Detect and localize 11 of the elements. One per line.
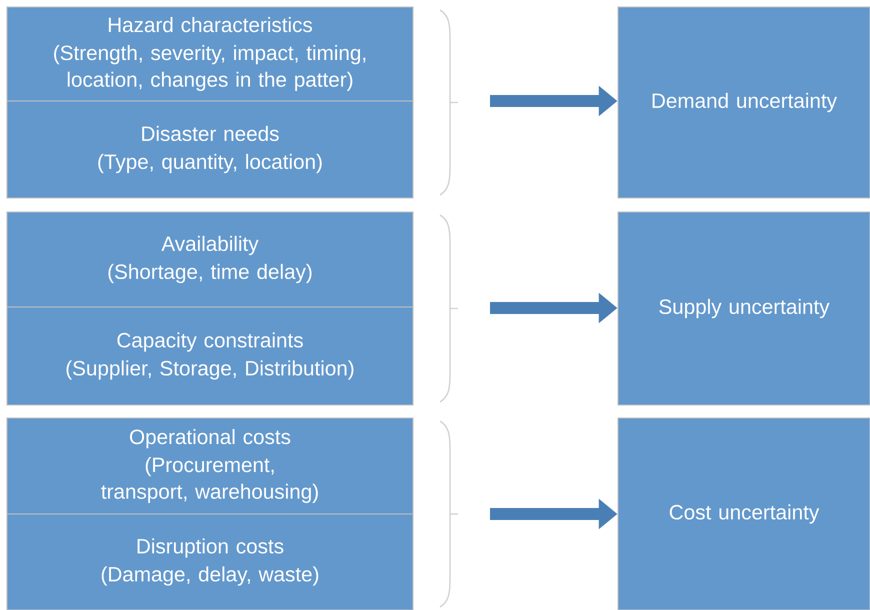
node-label: (Damage, delay, waste) bbox=[102, 566, 318, 586]
outcome-box: Demand uncertainty bbox=[617, 6, 870, 199]
process-box: Disruption costs (Damage, delay, waste) bbox=[6, 513, 414, 610]
process-box: Operational costs (Procurement, transport, warehousing) bbox=[6, 417, 414, 515]
node-label: Disruption costs bbox=[138, 538, 284, 558]
process-box: Hazard characteristics (Strength, severity, impact, timing, location, changes in the patter) bbox=[6, 6, 414, 102]
outcome-box: Cost uncertainty bbox=[617, 417, 870, 610]
process-box: Disaster needs (Type, quantity, location) bbox=[6, 100, 414, 199]
process-box: Availability (Shortage, time delay) bbox=[6, 211, 414, 308]
outcome-box: Supply uncertainty bbox=[617, 211, 870, 406]
process-box: Capacity constraints (Supplier, Storage, Distribution) bbox=[6, 306, 414, 406]
